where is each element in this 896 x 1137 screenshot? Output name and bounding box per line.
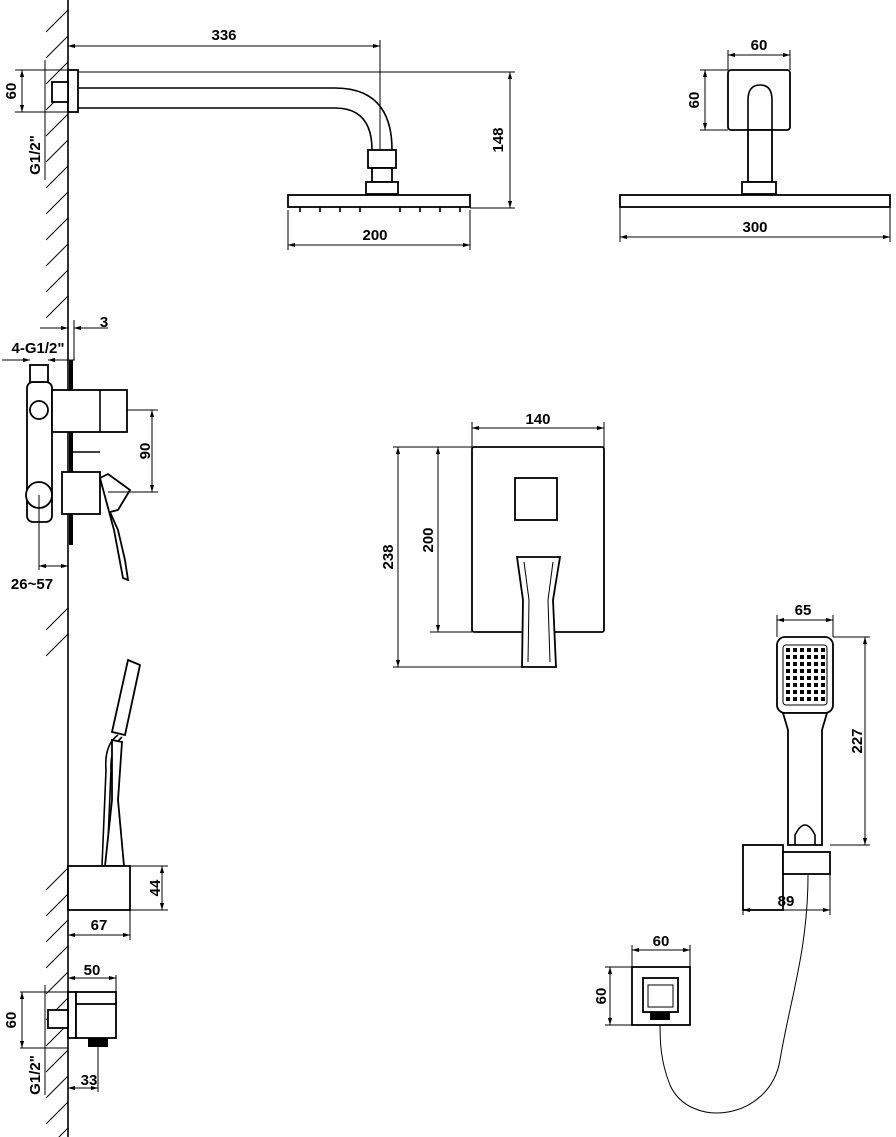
valve-side-view: 3 4-G1/2" 90 26~57	[2, 314, 158, 593]
dim-outlet-spacing: 90	[137, 443, 154, 460]
dim-flange-height: 60	[686, 92, 703, 109]
valve-front-view: 140 200 238	[380, 411, 605, 668]
outlet-front-view: 60 60	[593, 933, 691, 1026]
outlet-side-view: 50 60 G1/2" 33	[3, 962, 117, 1095]
dim-plate-thickness: 3	[100, 314, 108, 331]
dim-drop: 148	[490, 127, 507, 152]
dim-height: 60	[3, 1012, 20, 1029]
dim-depth-range: 26~57	[11, 576, 53, 593]
shower-arm-side-view: 336 60 G1/2" 148 200	[3, 27, 515, 250]
dim-bracket-height: 44	[147, 879, 164, 896]
dim-height: 60	[593, 988, 610, 1005]
dim-total-height: 238	[380, 544, 397, 569]
dim-plate-width: 140	[525, 411, 550, 428]
dim-flange-width: 60	[751, 37, 768, 54]
shower-head-front-view: 60 60 300	[619, 37, 891, 242]
dim-bracket-width: 89	[778, 893, 795, 910]
dim-nipple-offset: 33	[81, 1072, 98, 1089]
dim-head-width: 300	[742, 219, 767, 236]
dim-inlets: 4-G1/2"	[12, 340, 65, 357]
dim-plate-height: 200	[420, 527, 437, 552]
dim-bracket-depth: 67	[91, 917, 108, 934]
hand-shower-front-view: 65 227 89	[659, 602, 870, 1114]
wall	[45, 0, 69, 1137]
hand-shower-side-view: 44 67	[67, 658, 168, 940]
dim-thread: G1/2"	[27, 135, 44, 175]
dim-thread: G1/2"	[27, 1055, 44, 1095]
dim-head-width: 200	[362, 227, 387, 244]
dim-flange-height: 60	[3, 83, 20, 100]
dim-depth: 50	[84, 962, 101, 979]
dim-arm-length: 336	[211, 27, 236, 44]
dim-length: 227	[849, 728, 866, 753]
dim-width: 60	[653, 933, 670, 950]
dim-head-width: 65	[795, 602, 812, 619]
